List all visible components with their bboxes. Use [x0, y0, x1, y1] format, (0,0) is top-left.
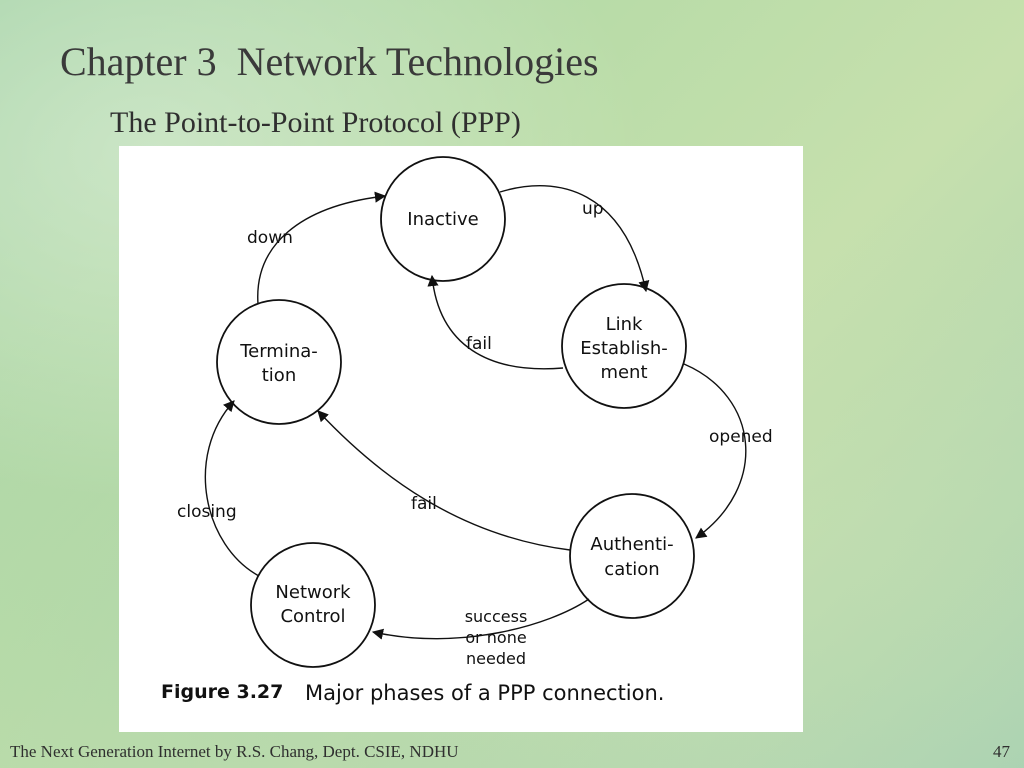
node-termination [216, 299, 342, 425]
node-termination-label: Termina- [239, 341, 318, 362]
node-network-control [250, 542, 376, 668]
ppp-phase-diagram: Inactive Link Establish- ment Authenti- … [119, 146, 803, 732]
node-link-establishment [561, 283, 687, 409]
slide-title: Chapter 3 Network Technologies [60, 39, 599, 84]
edge-closing [204, 400, 260, 577]
node-link-label: Establish- [580, 338, 668, 359]
edge-label-success: needed [466, 649, 526, 668]
node-termination-label: tion [262, 365, 296, 386]
page-number: 47 [993, 742, 1010, 761]
edge-up [499, 185, 650, 293]
node-link-label: ment [600, 362, 647, 383]
slide-subtitle: The Point-to-Point Protocol (PPP) [110, 106, 521, 139]
node-network-label: Control [280, 606, 345, 627]
node-auth-label: cation [604, 559, 659, 580]
edge-label-closing: closing [177, 502, 237, 522]
edge-success [371, 598, 590, 640]
edge-label-success: or none [465, 628, 526, 647]
edge-fail-link-to-inactive [427, 274, 564, 370]
edge-label-success: success [465, 607, 528, 626]
diagram-canvas: Inactive Link Establish- ment Authenti- … [161, 156, 773, 705]
figure-caption-text: Major phases of a PPP connection. [305, 681, 664, 705]
node-inactive-label: Inactive [407, 209, 478, 230]
footer-credit: The Next Generation Internet by R.S. Cha… [10, 742, 459, 761]
node-network-label: Network [275, 582, 351, 603]
edge-label-fail-auth: fail [411, 494, 437, 514]
figure-caption-number: Figure 3.27 [161, 681, 283, 703]
edge-opened [683, 363, 747, 539]
edge-label-fail-link: fail [466, 334, 492, 354]
edge-fail-auth-to-termination [317, 410, 571, 551]
node-auth-label: Authenti- [590, 534, 673, 555]
edge-down [257, 191, 387, 305]
node-link-label: Link [606, 314, 643, 335]
node-inactive [380, 156, 506, 282]
edge-label-down: down [247, 228, 293, 248]
node-authentication [569, 493, 695, 619]
edge-label-up: up [582, 199, 604, 219]
edge-label-opened: opened [709, 427, 773, 447]
